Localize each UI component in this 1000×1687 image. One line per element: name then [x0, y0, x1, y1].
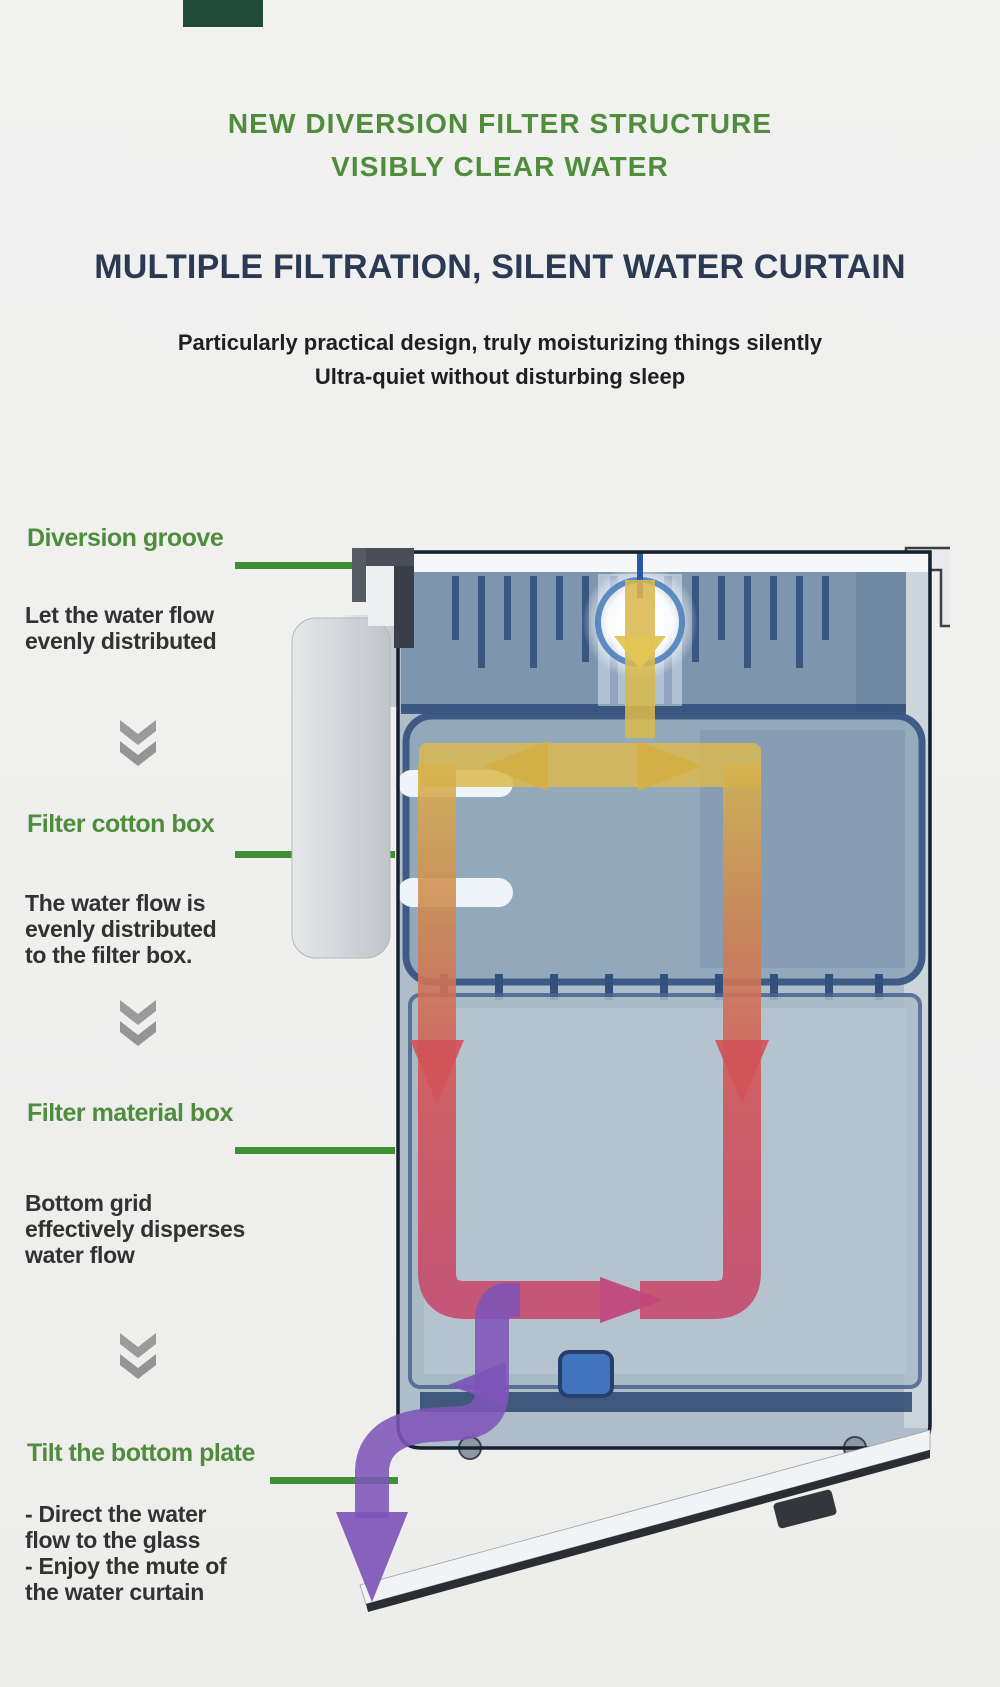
- yellow-flow-arrows: [419, 580, 761, 791]
- section-desc-tilt-bottom-plate: - Direct the water flow to the glass - E…: [25, 1501, 227, 1605]
- page-title: MULTIPLE FILTRATION, SILENT WATER CURTAI…: [94, 248, 906, 286]
- label-underline: [235, 562, 363, 569]
- label-underline: [235, 1147, 395, 1154]
- purple-flow-arrow: [336, 1283, 520, 1602]
- tilted-bottom-plate: [359, 1429, 931, 1612]
- section-label-diversion-groove: Diversion groove: [27, 524, 224, 552]
- housing-top-rim: [400, 554, 928, 572]
- section-label-filter-cotton-box: Filter cotton box: [27, 810, 215, 838]
- eyebrow-line-1: NEW DIVERSION FILTER STRUCTURE: [227, 108, 773, 139]
- cropped-banner-fragment: [183, 0, 263, 27]
- double-chevron-down-icon: [120, 1333, 156, 1379]
- subtitle: Particularly practical design, truly moi…: [0, 326, 1000, 394]
- eyebrow-line-2: VISIBLY CLEAR WATER: [331, 151, 669, 182]
- hanging-hook-plate: [291, 615, 400, 959]
- section-label-filter-material-box: Filter material box: [27, 1099, 233, 1127]
- section-label-tilt-bottom-plate: Tilt the bottom plate: [27, 1439, 255, 1467]
- filter-cross-section-diagram: [291, 546, 950, 1612]
- mounting-clamp: [352, 548, 414, 648]
- bottom-clip: [558, 1350, 614, 1398]
- eyebrow-heading: NEW DIVERSION FILTER STRUCTURE VISIBLY C…: [0, 102, 1000, 188]
- label-underline: [270, 1477, 398, 1484]
- section-desc-filter-cotton-box: The water flow is evenly distributed to …: [25, 890, 217, 968]
- subtitle-line-2: Ultra-quiet without disturbing sleep: [314, 364, 686, 389]
- double-chevron-down-icon: [120, 720, 156, 766]
- double-chevron-down-icon: [120, 1000, 156, 1046]
- red-flow-arrows: [410, 765, 769, 1323]
- section-desc-diversion-groove: Let the water flow evenly distributed: [25, 602, 217, 654]
- plate-tab: [773, 1489, 837, 1529]
- subtitle-line-1: Particularly practical design, truly moi…: [177, 330, 823, 355]
- section-desc-filter-material-box: Bottom grid effectively disperses water …: [25, 1190, 245, 1268]
